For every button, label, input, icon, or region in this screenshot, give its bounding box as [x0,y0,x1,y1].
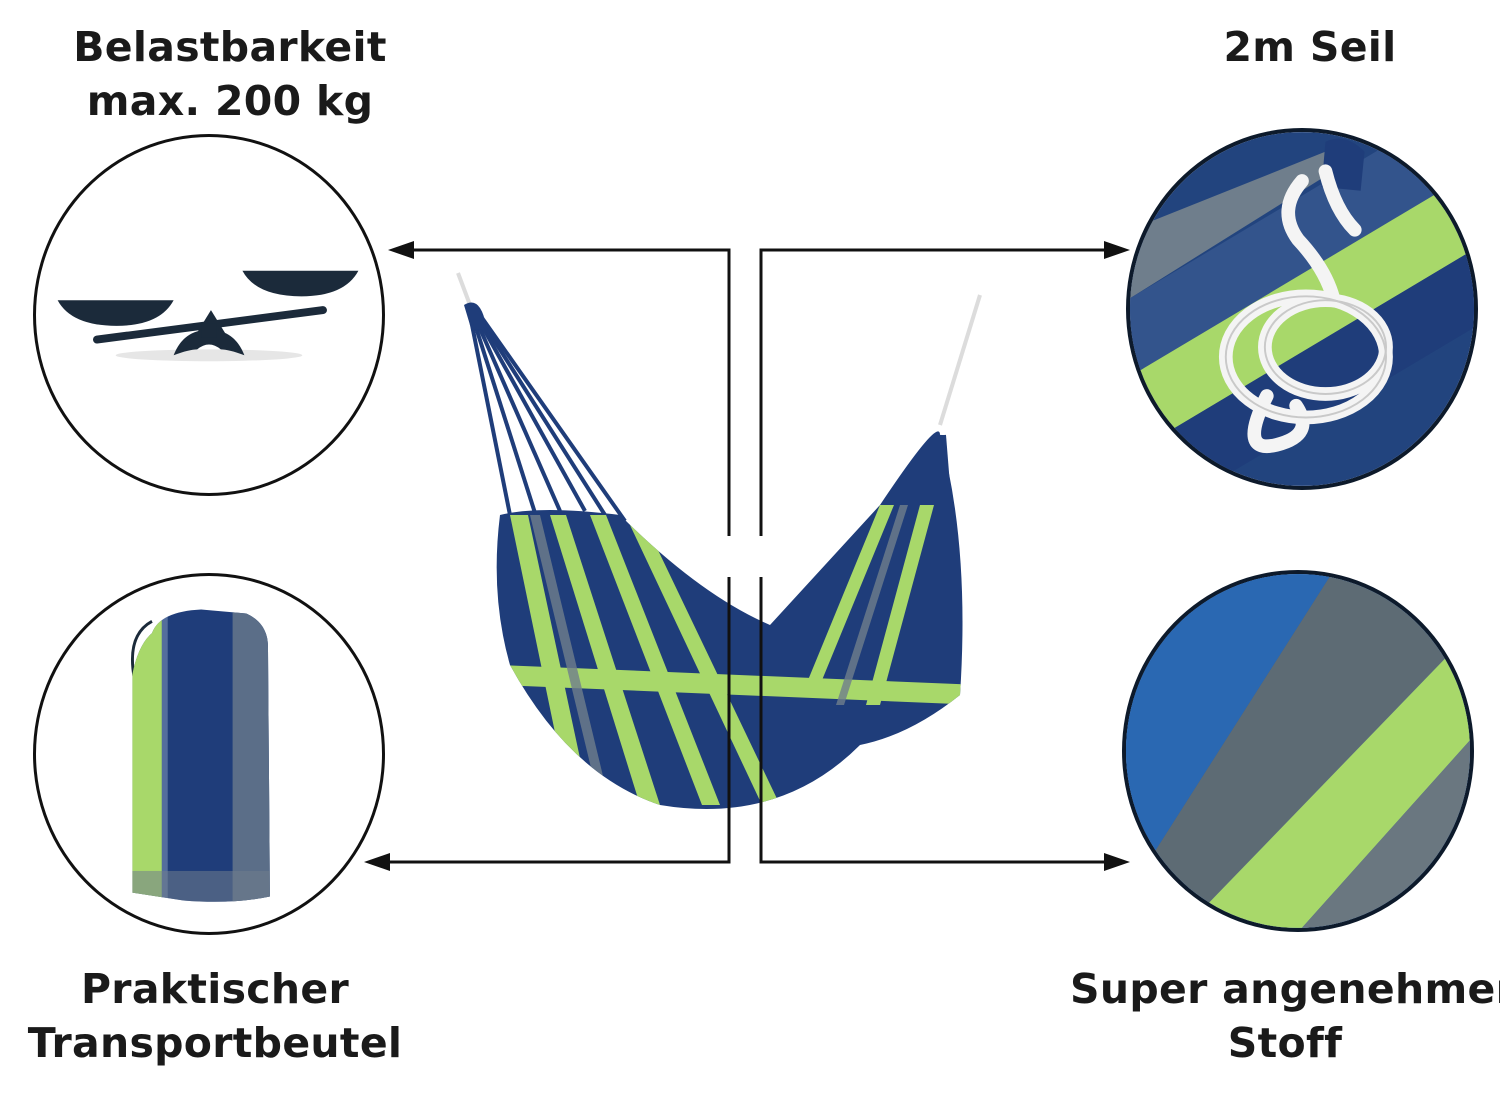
caption-line: max. 200 kg [86,77,374,125]
arrow-right-top [1104,241,1130,259]
feature-caption-load-capacity: Belastbarkeit max. 200 kg [30,20,430,128]
arrow-left-bottom [364,853,390,871]
fabric-icon [1126,574,1470,928]
rope-circle [1126,128,1478,490]
caption-line: 2m Seil [1223,23,1397,71]
feature-caption-rope: 2m Seil [1110,20,1500,74]
rope-icon [1130,132,1474,486]
caption-line: Transportbeutel [27,1019,403,1067]
caption-line: Praktischer [80,965,350,1013]
arrow-left-top [388,241,414,259]
arrow-right-bottom [1104,853,1130,871]
load-capacity-circle [33,134,385,496]
caption-line: Stoff [1227,1019,1343,1067]
bag-icon [130,609,270,902]
bag-circle [33,573,385,935]
scale-icon [57,270,359,362]
fabric-circle [1122,570,1474,932]
hammock-icon [456,272,982,809]
caption-line: Belastbarkeit [73,23,387,71]
caption-line: Super angenehmer [1070,965,1500,1013]
hammock-image [440,265,1000,825]
feature-caption-fabric: Super angenehmer Stoff [1070,962,1500,1070]
feature-caption-bag: Praktischer Transportbeutel [20,962,410,1070]
